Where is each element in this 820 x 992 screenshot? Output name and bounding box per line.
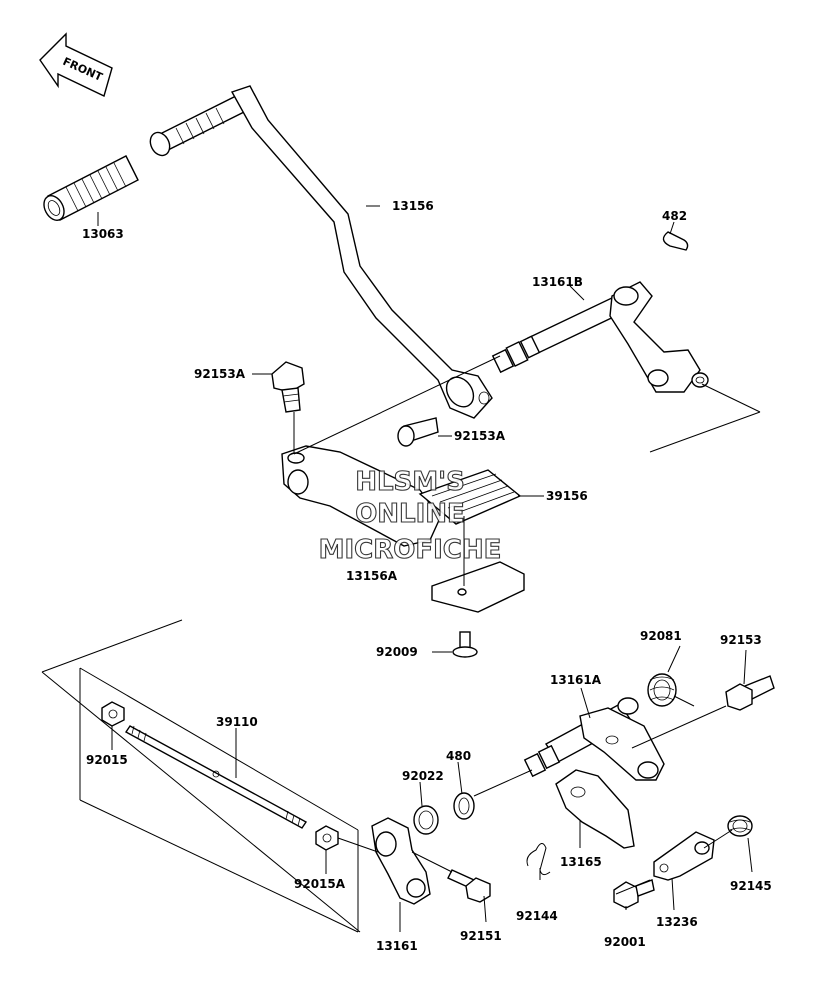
part-label-13156: 13156 — [392, 199, 434, 213]
front-arrow-icon: FRONT — [39, 32, 113, 97]
washer-92022-drawing — [413, 805, 439, 835]
plate-13165-drawing — [555, 769, 635, 849]
watermark-line-2: ONLINE — [355, 499, 465, 529]
shift-shaft-b-drawing — [491, 281, 709, 393]
part-label-92151: 92151 — [460, 929, 502, 943]
lever-13161-drawing — [371, 817, 431, 905]
screw-92009-drawing — [452, 631, 478, 658]
part-label-92081: 92081 — [640, 629, 682, 643]
part-label-92022: 92022 — [402, 769, 444, 783]
watermark-line-3: MICROFICHE — [319, 535, 502, 565]
part-label-480: 480 — [446, 749, 471, 763]
part-label-39110: 39110 — [216, 715, 258, 729]
spring-92145-drawing — [727, 815, 753, 837]
part-label-92153: 92153 — [720, 633, 762, 647]
clip-482-drawing — [662, 231, 689, 251]
part-label-92153a-upper: 92153A — [194, 367, 246, 381]
nut-92015-drawing — [101, 701, 125, 727]
part-label-13156a: 13156A — [346, 569, 398, 583]
bolt-92153-drawing — [725, 675, 775, 711]
arm-13236-drawing — [653, 831, 715, 881]
bolt-92153a-upper-drawing — [271, 361, 305, 413]
bolt-92153a-lower-drawing — [397, 417, 439, 447]
pin-92144-drawing — [526, 843, 551, 876]
leader-lines — [41, 205, 761, 933]
part-label-92009: 92009 — [376, 645, 418, 659]
part-label-92015a: 92015A — [294, 877, 346, 891]
spring-92081-drawing — [647, 673, 695, 707]
tie-rod-drawing — [124, 725, 308, 829]
part-label-13236: 13236 — [656, 915, 698, 929]
part-label-92145: 92145 — [730, 879, 772, 893]
part-label-92001: 92001 — [604, 935, 646, 949]
part-label-13161b: 13161B — [532, 275, 583, 289]
part-label-39156: 39156 — [546, 489, 588, 503]
part-label-13063: 13063 — [82, 227, 124, 241]
bolt-92001-drawing — [613, 879, 655, 909]
circlip-480-drawing — [453, 792, 475, 820]
nut-92015a-drawing — [315, 825, 339, 851]
part-label-13161: 13161 — [376, 939, 418, 953]
part-label-92144: 92144 — [516, 909, 558, 923]
shift-shaft-a-drawing — [523, 697, 665, 781]
part-label-482: 482 — [662, 209, 687, 223]
pedal-arm-drawing — [281, 445, 441, 547]
part-label-13165: 13165 — [560, 855, 602, 869]
grip-rubber-drawing — [43, 155, 139, 221]
part-label-92153a-lower: 92153A — [454, 429, 506, 443]
shift-pedal-drawing — [149, 85, 493, 419]
watermark-line-1: HLSM'S — [355, 467, 465, 497]
part-label-13161a: 13161A — [550, 673, 602, 687]
part-label-92015: 92015 — [86, 753, 128, 767]
